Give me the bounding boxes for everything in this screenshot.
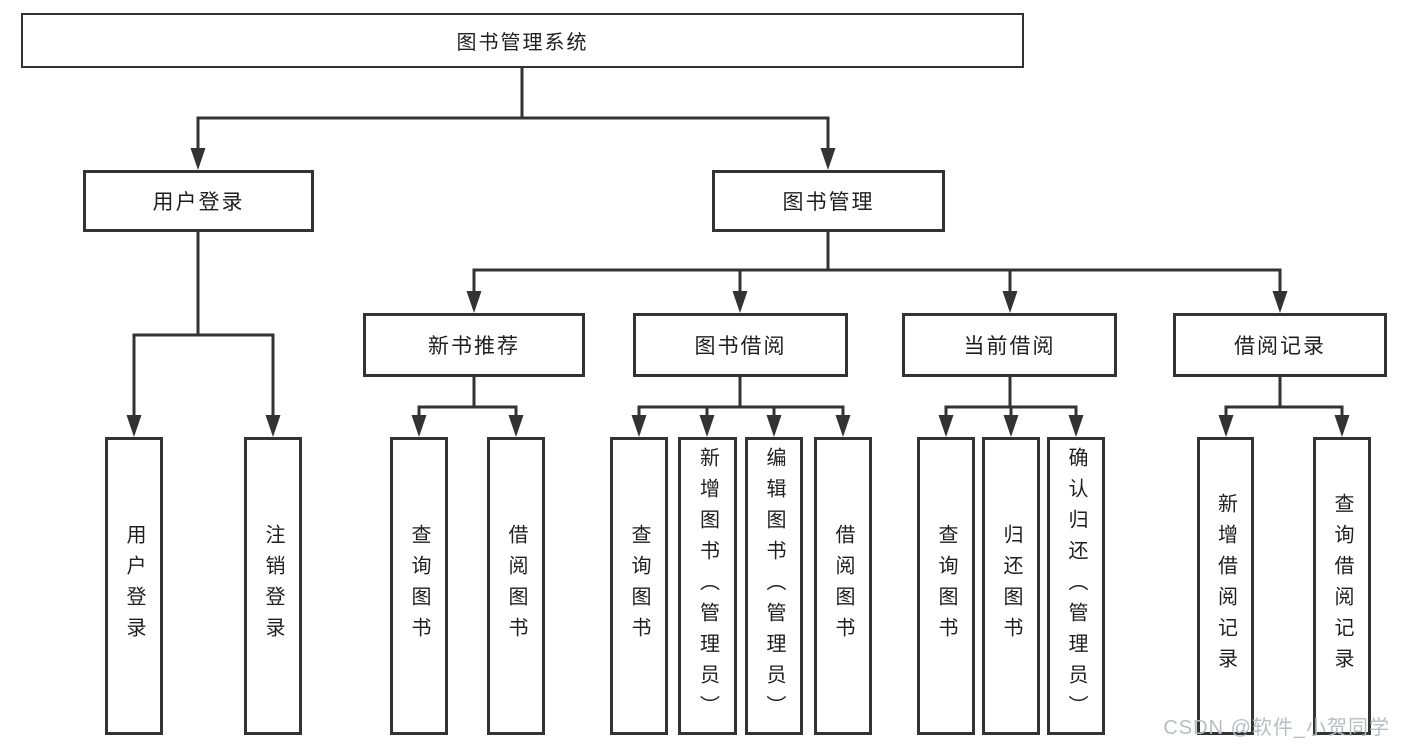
node-new-book-recommend: 新书推荐	[363, 313, 585, 377]
leaf-query-books: 查询图书	[610, 437, 668, 735]
leaf-add-books-admin: 新增图书（管理员）	[678, 437, 737, 735]
leaf-query-books: 查询图书	[390, 437, 448, 735]
watermark: CSDN @软件_小贺同学	[1163, 717, 1390, 739]
node-current-borrowing: 当前借阅	[902, 313, 1117, 377]
leaf-query-borrow-record: 查询借阅记录	[1313, 437, 1371, 735]
leaf-borrow-books: 借阅图书	[487, 437, 545, 735]
node-borrowing-records: 借阅记录	[1173, 313, 1387, 377]
node-library-system: 图书管理系统	[21, 13, 1024, 68]
node-book-borrowing: 图书借阅	[633, 313, 848, 377]
leaf-borrow-books: 借阅图书	[814, 437, 872, 735]
node-user-login: 用户登录	[83, 170, 314, 232]
leaf-confirm-return-admin: 确认归还（管理员）	[1047, 437, 1105, 735]
leaf-query-books: 查询图书	[917, 437, 975, 735]
leaf-return-books: 归还图书	[982, 437, 1040, 735]
leaf-user-login: 用户登录	[105, 437, 163, 735]
node-book-management: 图书管理	[712, 170, 945, 232]
leaf-logout: 注销登录	[244, 437, 302, 735]
leaf-edit-books-admin: 编辑图书（管理员）	[745, 437, 803, 735]
leaf-add-borrow-record: 新增借阅记录	[1197, 437, 1254, 735]
